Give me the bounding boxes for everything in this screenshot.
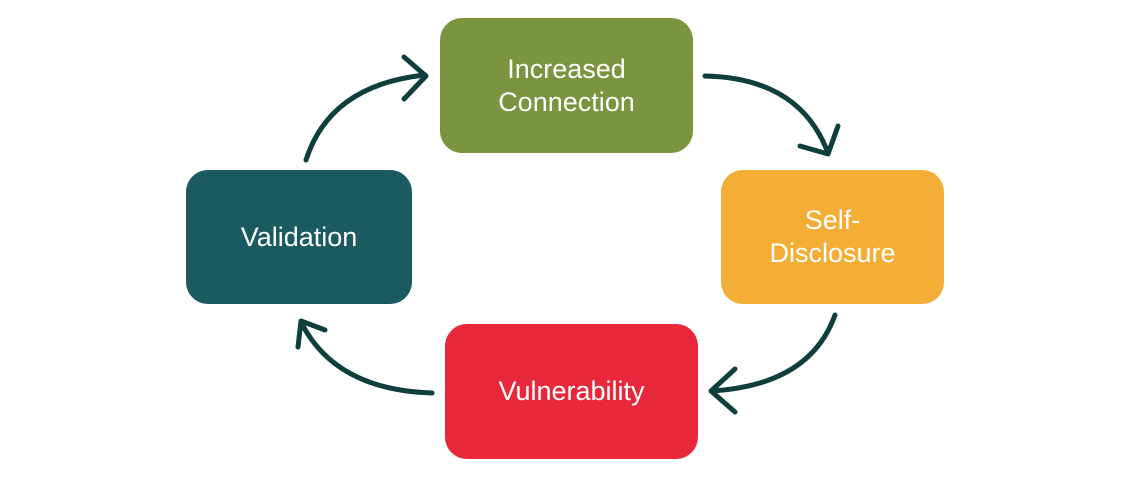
arrow-head [401,54,429,102]
node-validation: Validation [186,170,412,304]
arrow-head [797,123,841,157]
arrow-self-disclosure-to-vulnerability [708,312,838,415]
arrow-head [295,318,328,350]
node-label-validation: Validation [240,221,358,252]
arrow-curve [709,312,838,394]
node-label-self-disclosure: Self- Disclosure [769,205,896,268]
arrow-curve [303,72,428,163]
arrow-vulnerability-to-validation [295,318,435,396]
arrow-curve [702,73,831,156]
node-self-disclosure: Self- Disclosure [721,170,944,304]
arrow-head [708,366,738,415]
arrow-validation-to-increased-connection [303,54,429,163]
node-increased-connection: Increased Connection [440,18,693,153]
arrow-curve [298,319,435,396]
node-label-increased-connection: Increased Connection [498,53,635,117]
node-label-vulnerability: Vulnerability [498,376,645,406]
node-vulnerability: Vulnerability [445,324,698,459]
arrow-increased-connection-to-self-disclosure [702,73,841,157]
